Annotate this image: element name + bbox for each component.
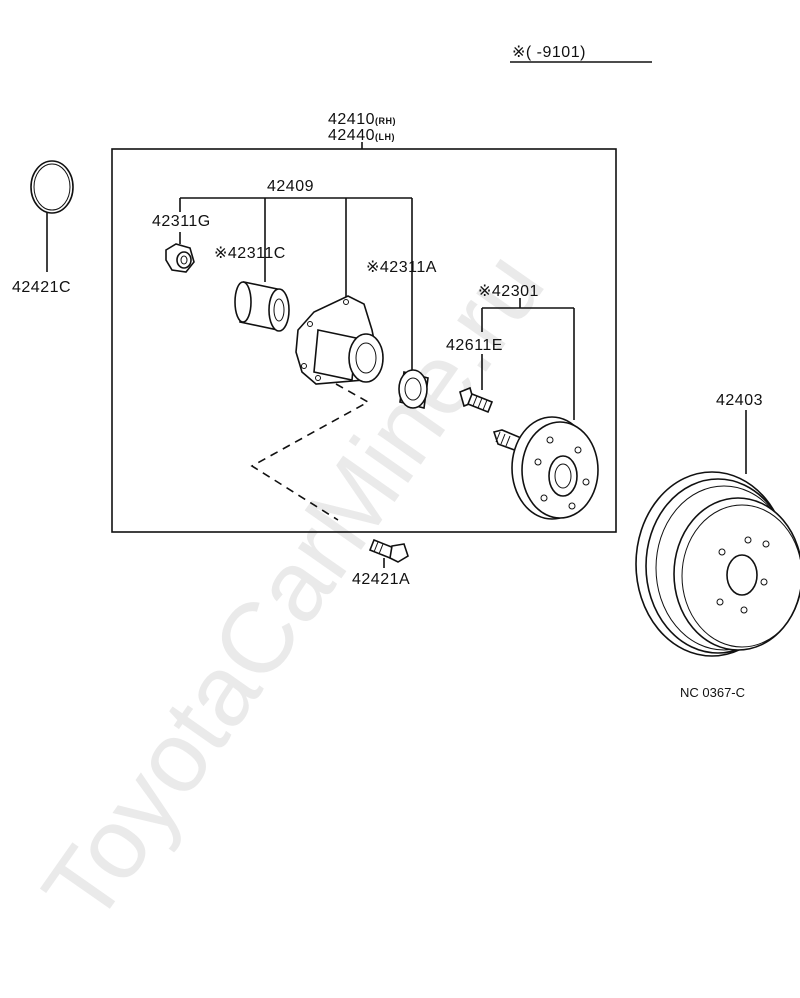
part-label-42409: 42409 [267,178,314,195]
outer-bearing [398,369,429,409]
bracket-42409 [179,197,413,372]
assembly-suffix-lh: (LH) [375,132,395,142]
part-label-42611E: 42611E [446,337,503,354]
part-label-42311C: ※42311C [214,245,286,262]
part-label-42421C: 42421C [12,279,71,296]
axle-hub [492,416,599,520]
assembly-path [250,383,370,521]
part-label-42421A: 42421A [352,571,410,588]
axle-carrier [295,295,384,385]
hub-bolt [459,386,494,414]
brake-drum [635,471,800,657]
bracket-42301 [481,298,575,420]
svg-text:42440(LH): 42440(LH) [328,127,395,144]
o-ring [30,160,74,272]
svg-text:42410(RH): 42410(RH) [328,111,396,128]
part-label-42311A: ※42311A [366,259,437,276]
assembly-number-lh: 42440 [328,127,375,144]
inner-bearing [234,281,290,332]
part-label-42311G: 42311G [152,213,211,230]
part-label-42403: 42403 [716,392,763,409]
assembly-box [111,148,617,533]
hub-nut [165,243,195,273]
part-label-42301: ※42301 [478,283,539,300]
reference-code: NC 0367-C [680,685,745,700]
assembly-label: 42410(RH) 42440(LH) [328,111,396,144]
carrier-bolt [368,538,409,563]
header-note: ※( -9101) [512,44,586,61]
assembly-suffix-rh: (RH) [375,116,396,126]
assembly-number-rh: 42410 [328,111,375,128]
